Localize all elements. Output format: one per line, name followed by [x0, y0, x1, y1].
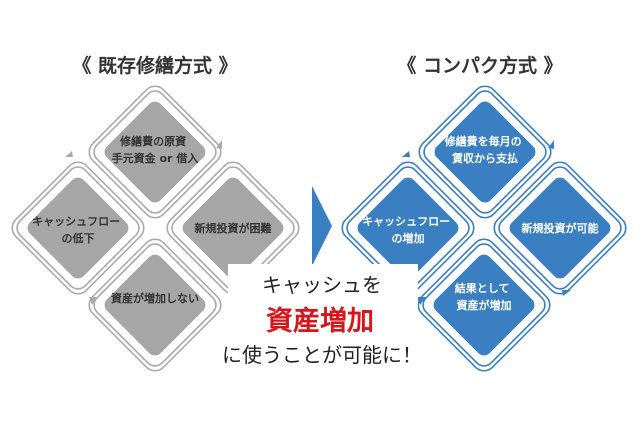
transition-arrow-icon: [312, 186, 332, 266]
message-line3: に使うことが可能に！: [222, 343, 422, 367]
right-cell-top: 修繕費を毎月の 賃収から支払: [444, 134, 526, 165]
left-cell-left: キャッシュフロー の低下: [32, 215, 124, 245]
message-highlight: 資産増加: [266, 305, 374, 337]
left-cell-right: 新規投資が困難: [195, 221, 272, 235]
right-arrow-icons: [402, 140, 571, 305]
right-title: 《 コンパク方式 》: [397, 54, 562, 77]
right-cell-right: 新規投資が可能: [522, 221, 599, 235]
right-cell-bottom: 結果として 資産が増加: [455, 281, 514, 312]
message-backdrop: [228, 264, 418, 374]
right-cell-left: キャッシュフロー の増加: [362, 215, 454, 245]
left-cell-top: 修繕費の原資 手元資金 or 借入: [112, 134, 199, 165]
left-cell-bottom: 資産が増加しない: [111, 291, 199, 305]
right-cycle: 修繕費を毎月の 賃収から支払 新規投資が可能 結果として 資産が増加 キャッシュ…: [336, 80, 632, 377]
message-line1: キャッシュを: [262, 273, 382, 297]
left-cycle: 修繕費の原資 手元資金 or 借入 新規投資が困難 資産が増加しない キャッシュ…: [6, 80, 305, 377]
left-title: 《 既存修繕方式 》: [72, 54, 237, 77]
